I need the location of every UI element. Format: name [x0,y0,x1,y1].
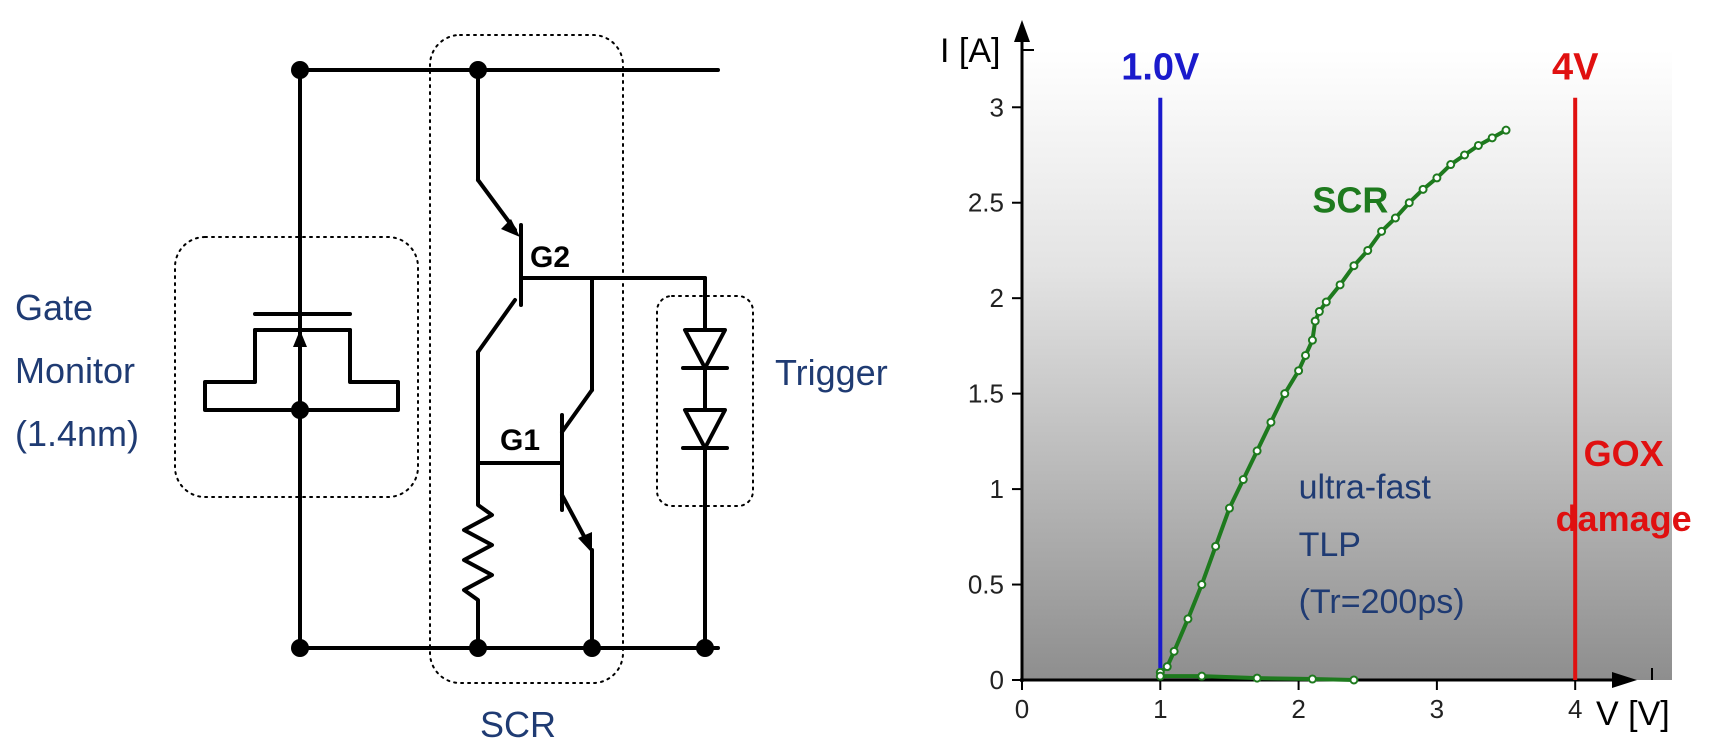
series-point [1363,245,1373,255]
y-axis-label: I [A] [940,32,1000,70]
tlp-label-line2: TLP [1299,526,1361,564]
gate-monitor-box [174,236,419,498]
junction-dots [291,61,714,657]
chart-ticks: 0 0.5 1 1.5 2 2.5 3 0 1 2 3 4 [968,92,1583,724]
plot-background [1022,50,1672,680]
series-point [1252,673,1262,683]
x-axis-arrow [1612,672,1637,688]
trigger-diodes [681,276,729,650]
series-point [1418,184,1428,194]
series-point [1473,140,1483,150]
x-axis-label: V [V] [1596,695,1670,733]
y-tick-label: 3 [990,92,1004,122]
y-tick-label: 2 [990,283,1004,313]
series-point [1321,297,1331,307]
x-tick-label: 3 [1430,694,1444,724]
series-point [1349,261,1359,271]
y-tick-label: 1.5 [968,379,1004,409]
series-point [1266,417,1276,427]
x-tick-label: 2 [1291,694,1305,724]
series-point [1349,675,1359,685]
series-point [1446,160,1456,170]
series-point [1197,671,1207,681]
gate-monitor-label-line3: (1.4nm) [15,413,139,454]
vline-label-1: 4V [1552,47,1599,89]
series-point [1280,389,1290,399]
y-tick-label: 0 [990,665,1004,695]
series-point [1224,503,1234,513]
vline-label-0: 1.0V [1121,47,1200,89]
gate-monitor-label-line1: Gate [15,287,93,328]
tlp-label-line3: (Tr=200ps) [1299,583,1465,621]
series-point [1335,280,1345,290]
schematic: Gate Monitor (1.4nm) Trigger SCR G2 G1 [15,34,888,745]
series-point [1162,662,1172,672]
series-point [1390,213,1400,223]
x-tick-label: 4 [1568,694,1582,724]
series-point [1310,316,1320,326]
y-tick-label: 1 [990,474,1004,504]
chart-vlines: 1.0V 4V [1121,47,1599,680]
g1-label: G1 [500,424,540,457]
scr-box-label: SCR [480,704,556,745]
scr-circuit [462,68,707,650]
series-point [1294,366,1304,376]
iv-chart: 0 0.5 1 1.5 2 2.5 3 0 1 2 3 4 1.0V 4V I [A] V [V] SC… [940,20,1692,733]
series-point [1487,133,1497,143]
tlp-label-line1: ultra-fast [1299,469,1432,507]
chart-series [1155,125,1511,685]
series-point [1169,646,1179,656]
y-axis-arrow [1014,20,1030,42]
gate-monitor-mosfet [203,312,400,412]
gox-label-line2: damage [1556,498,1692,539]
series-point [1197,580,1207,590]
series-point [1252,446,1262,456]
series-point [1155,671,1165,681]
x-tick-label: 1 [1153,694,1167,724]
series-point [1432,173,1442,183]
gate-monitor-label-line2: Monitor [15,350,135,391]
series-point [1377,226,1387,236]
series-point [1307,674,1317,684]
series-point [1460,150,1470,160]
y-tick-label: 0.5 [968,570,1004,600]
series-point [1211,541,1221,551]
series-point [1404,198,1414,208]
x-tick-label: 0 [1015,694,1029,724]
series-point [1238,475,1248,485]
g2-label: G2 [530,241,570,274]
scr-curve-label: SCR [1312,179,1388,220]
series-point [1307,335,1317,345]
y-tick-label: 2.5 [968,188,1004,218]
gox-label-line1: GOX [1584,433,1664,474]
series-point [1314,307,1324,317]
series-point [1501,125,1511,135]
series-point [1301,350,1311,360]
scr-box [429,34,624,684]
trigger-label: Trigger [775,352,888,393]
series-point [1183,614,1193,624]
